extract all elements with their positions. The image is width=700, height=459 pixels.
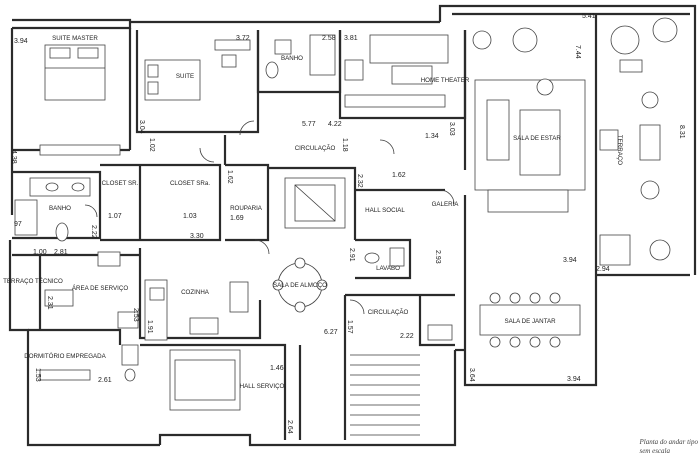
- label-dormitorio: DORMITÓRIO EMPREGADA: [24, 353, 106, 360]
- label-hall-servico: HALL SERVIÇO: [240, 383, 285, 390]
- dimension: 3.30: [190, 233, 204, 240]
- dimension: 2.91: [348, 248, 355, 262]
- dimension: 97: [14, 221, 22, 228]
- dimension: 3.64: [468, 368, 475, 382]
- label-sala-almoco: SALA DE ALMOÇO: [273, 282, 327, 289]
- dimension: 3.94: [563, 257, 577, 264]
- dimension: 1.69: [230, 215, 244, 222]
- label-banho-left: BANHO: [49, 205, 71, 212]
- dimension: 1.34: [425, 133, 439, 140]
- furniture: [14, 17, 678, 436]
- dimension: 2.58: [322, 35, 336, 42]
- dimension: 5.77: [302, 121, 316, 128]
- dimension: 3.03: [448, 122, 455, 136]
- dimension: 3.94: [14, 38, 28, 45]
- caption-title: Planta do andar tipo: [639, 438, 698, 446]
- label-closet-sra: CLOSET SRa.: [170, 180, 210, 187]
- label-terraco: TERRAÇO: [616, 135, 623, 165]
- label-sala-jantar: SALA DE JANTAR: [504, 318, 556, 325]
- dimension: 2.22: [400, 333, 414, 340]
- dimension: 1.57: [346, 320, 353, 334]
- label-lavabo: LAVABO: [376, 265, 400, 272]
- dimension: 2.61: [98, 377, 112, 384]
- dimension: 2.53: [132, 308, 139, 322]
- dimension: 2.64: [286, 420, 293, 434]
- dimension: 3.94: [567, 376, 581, 383]
- label-hall-social: HALL SOCIAL: [365, 207, 405, 214]
- dimension: 1.18: [341, 138, 348, 152]
- label-circulacao-mid: CIRCULAÇÃO: [368, 309, 409, 316]
- label-rouparia: ROUPARIA: [230, 205, 263, 212]
- label-terraco-tecnico: TERRAÇO TÉCNICO: [3, 278, 63, 285]
- dimension: 5.41: [582, 13, 596, 20]
- dimension: 1.02: [148, 138, 155, 152]
- room-labels: SUITE MASTER SUITE BANHO HOME THEATER SA…: [3, 35, 623, 390]
- dimension: 1.62: [226, 170, 233, 184]
- label-cozinha: COZINHA: [181, 289, 210, 296]
- dimension: 7.44: [574, 45, 581, 59]
- dimension: 1.00: [33, 249, 47, 256]
- dimension: 1.03: [183, 213, 197, 220]
- caption-scale: sem escala: [639, 447, 670, 455]
- plan-caption: Planta do andar tipo sem escala: [639, 438, 698, 456]
- dimension: 2.32: [356, 174, 363, 188]
- label-home-theater: HOME THEATER: [421, 77, 470, 84]
- label-suite-master: SUITE MASTER: [52, 35, 98, 42]
- label-banho-top: BANHO: [281, 55, 303, 62]
- dimension: 1.07: [108, 213, 122, 220]
- dimension: 2.94: [596, 266, 610, 273]
- label-circulacao-top: CIRCULAÇÃO: [295, 145, 336, 152]
- dimension: 8.31: [678, 125, 685, 139]
- label-area-servico: ÁREA DE SERVIÇO: [72, 285, 128, 292]
- label-closet-sr: CLOSET SR.: [102, 180, 139, 187]
- label-suite: SUITE: [176, 73, 194, 80]
- dimension: 3.04: [138, 120, 145, 134]
- dimension: 2.22: [90, 225, 97, 239]
- label-galeria: GALERIA: [432, 201, 460, 208]
- dimension: 1.53: [34, 368, 41, 382]
- dimension: 3.81: [344, 35, 358, 42]
- dimension-labels: 3.94 3.72 2.58 3.81 5.41 7.44 3.04 5.77 …: [10, 13, 685, 434]
- dimension: 6.27: [324, 329, 338, 336]
- dimension: 2.31: [46, 296, 53, 310]
- label-sala-estar: SALA DE ESTAR: [513, 135, 561, 142]
- interior-walls: [12, 28, 467, 440]
- dimension: 1.91: [146, 320, 153, 334]
- dimension: 4.38: [10, 150, 17, 164]
- dimension: 2.81: [54, 249, 68, 256]
- dimension: 3.72: [236, 35, 250, 42]
- dimension: 2.93: [434, 250, 441, 264]
- dimension: 1.62: [392, 172, 406, 179]
- dimension: 1.46: [270, 365, 284, 372]
- dimension: 4.22: [328, 121, 342, 128]
